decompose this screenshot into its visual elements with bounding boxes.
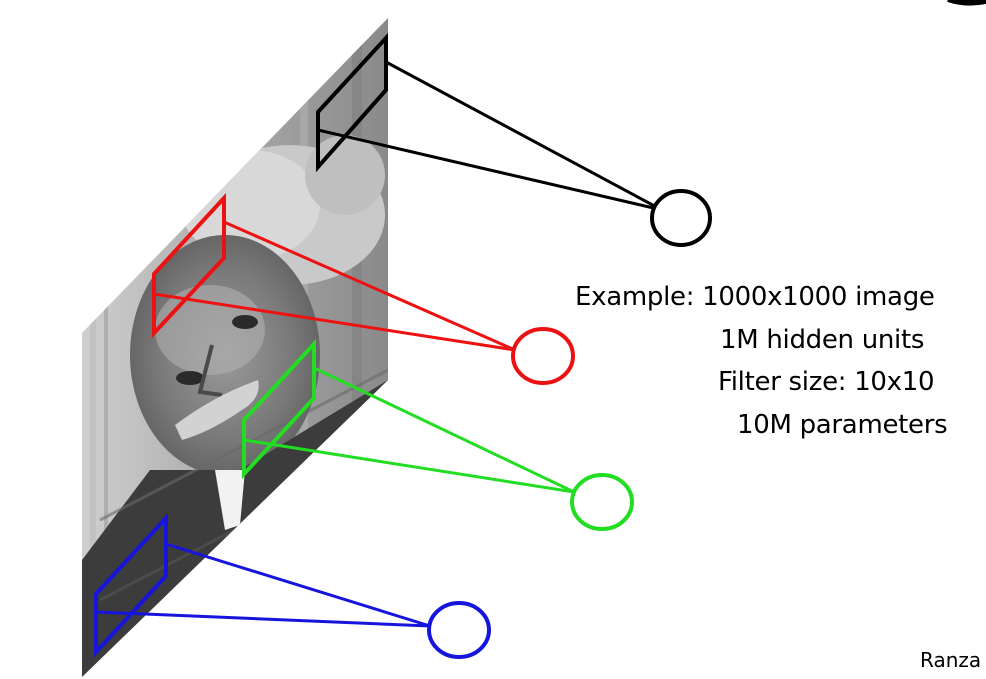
receptive-field-green bbox=[242, 338, 634, 531]
connection-line-red-bottom bbox=[153, 292, 516, 352]
connection-line-green-bottom bbox=[243, 438, 575, 494]
connection-line-black-bottom bbox=[317, 128, 663, 212]
filter-patch-red bbox=[152, 192, 226, 339]
connection-line-blue-bottom bbox=[95, 610, 431, 628]
author-credit: Ranza bbox=[920, 648, 982, 672]
filter-patch-black bbox=[316, 32, 388, 173]
connection-line-green-top bbox=[313, 366, 575, 494]
connection-line-black-top bbox=[385, 60, 663, 212]
note-parameter-count: 10M parameters bbox=[737, 410, 948, 440]
cropped-title-glyph bbox=[947, 0, 986, 6]
hidden-unit-blue bbox=[427, 601, 491, 659]
note-filter-size: Filter size: 10x10 bbox=[718, 367, 935, 397]
note-example-image-size: Example: 1000x1000 image bbox=[575, 282, 935, 312]
receptive-field-black bbox=[316, 32, 712, 247]
filter-patch-green bbox=[242, 338, 316, 480]
receptive-field-red bbox=[152, 192, 575, 385]
connection-line-red-top bbox=[223, 220, 516, 352]
note-hidden-units: 1M hidden units bbox=[720, 325, 925, 355]
input-image-plane bbox=[82, 18, 388, 677]
hidden-unit-green bbox=[570, 473, 634, 531]
hidden-unit-black bbox=[650, 189, 712, 247]
hidden-unit-red bbox=[511, 327, 575, 385]
filter-patch-blue bbox=[94, 512, 168, 658]
receptive-field-blue bbox=[94, 512, 491, 659]
connection-line-blue-top bbox=[165, 542, 431, 628]
